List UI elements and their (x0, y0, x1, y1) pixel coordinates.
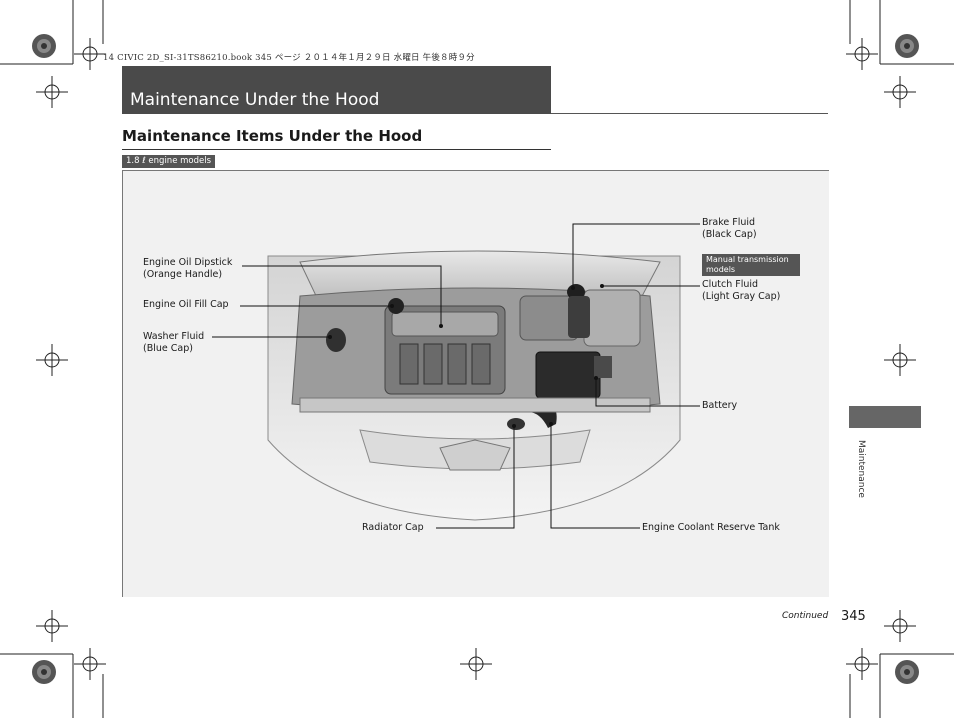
chapter-side-tab (849, 406, 921, 428)
section-title: Maintenance Items Under the Hood (122, 127, 423, 145)
chapter-side-label: Maintenance (856, 440, 866, 498)
washer-fluid-note: (Blue Cap) (143, 343, 193, 354)
clutch-fluid-note: (Light Gray Cap) (702, 291, 781, 302)
manual-transmission-tag-line2: models (706, 265, 736, 274)
manual-transmission-tag: Manual transmission models (702, 254, 800, 276)
chapter-title: Maintenance Under the Hood (130, 90, 380, 110)
washer-fluid-name: Washer Fluid (143, 331, 205, 342)
engine-oil-dipstick-label: Engine Oil Dipstick (Orange Handle) (143, 257, 232, 281)
radiator-cap-label: Radiator Cap (362, 522, 424, 533)
chapter-rule (551, 113, 828, 114)
engine-oil-fill-cap-label: Engine Oil Fill Cap (143, 299, 229, 310)
clutch-fluid-name: Clutch Fluid (702, 279, 759, 290)
model-tag: 1.8 ℓ engine models (122, 155, 216, 168)
page-number: 345 (841, 609, 866, 624)
battery-label: Battery (702, 400, 738, 411)
brake-fluid-name: Brake Fluid (702, 217, 756, 228)
engine-oil-dipstick-name: Engine Oil Dipstick (143, 257, 233, 268)
brake-fluid-note: (Black Cap) (702, 229, 757, 240)
section-rule (122, 149, 551, 150)
clutch-fluid-label: Clutch Fluid (Light Gray Cap) (702, 279, 780, 303)
engine-oil-dipstick-note: (Orange Handle) (143, 269, 223, 280)
engine-coolant-reserve-tank-label: Engine Coolant Reserve Tank (642, 522, 780, 533)
manual-transmission-tag-line1: Manual transmission (706, 255, 789, 264)
chapter-title-bar (122, 66, 551, 114)
brake-fluid-label: Brake Fluid (Black Cap) (702, 217, 757, 241)
washer-fluid-label: Washer Fluid (Blue Cap) (143, 331, 204, 355)
print-header: 14 CIVIC 2D_SI-31TS86210.book 345 ページ ２０… (103, 53, 475, 63)
continued-note: Continued (782, 611, 829, 621)
